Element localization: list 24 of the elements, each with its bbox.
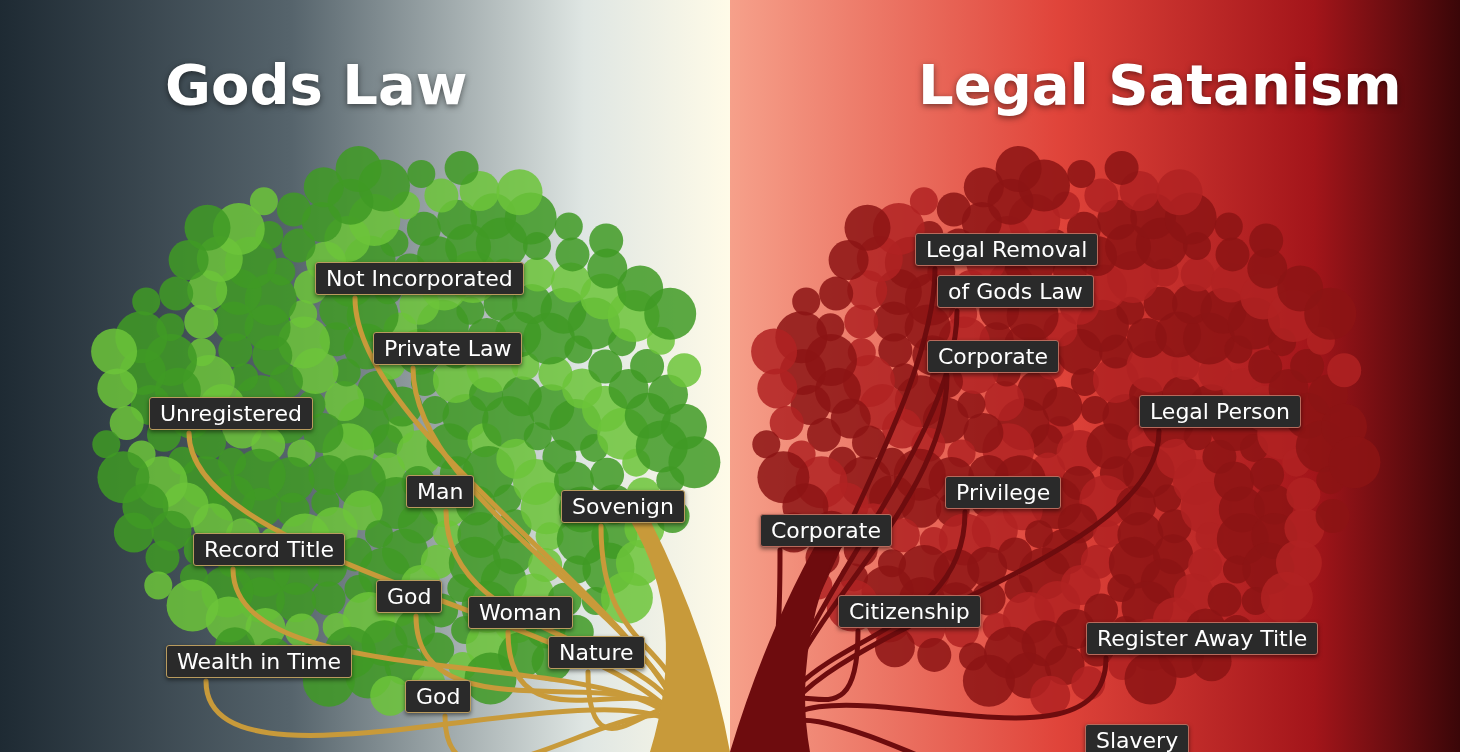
branch-label: Corporate: [927, 340, 1059, 373]
panel: [730, 0, 1460, 752]
branch-label: Citizenship: [838, 595, 981, 628]
branch-label: Corporate: [760, 514, 892, 547]
branch-label: Private Law: [373, 332, 523, 365]
panel: [0, 0, 730, 752]
panel-heading: Gods Law: [165, 52, 468, 117]
branch-label: Legal Removal: [915, 233, 1099, 266]
branch-label: Man: [406, 475, 475, 508]
panel-heading: Legal Satanism: [918, 52, 1402, 117]
branch-label: Record Title: [193, 533, 346, 566]
branch-label: Register Away Title: [1086, 622, 1319, 655]
branch-label: Unregistered: [149, 397, 313, 430]
branch-label: Legal Person: [1139, 395, 1301, 428]
branch-label: Privilege: [945, 476, 1062, 509]
branch-label: Nature: [548, 636, 645, 669]
branch-label: Woman: [468, 596, 573, 629]
branch-label: Not Incorporated: [315, 262, 524, 295]
branch-label: God: [405, 680, 472, 713]
branch-label: Sovenign: [561, 490, 685, 523]
branch-label: Slavery: [1085, 724, 1190, 752]
branch-label: Wealth in Time: [166, 645, 353, 678]
branch-label: of Gods Law: [937, 275, 1094, 308]
branch-label: God: [376, 580, 443, 613]
